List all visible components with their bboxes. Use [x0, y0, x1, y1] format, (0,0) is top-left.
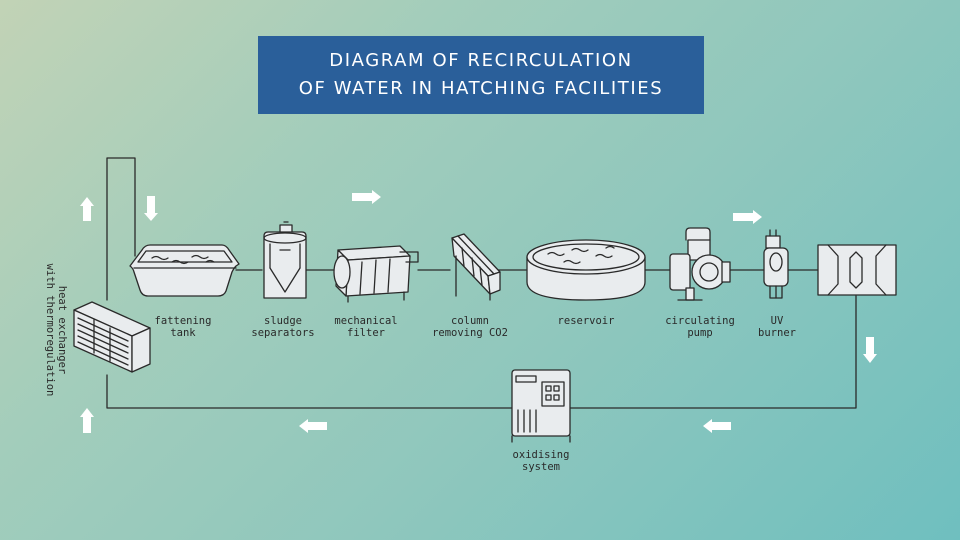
label-line: oxidising — [512, 449, 570, 461]
reservoir — [526, 239, 646, 301]
label-line: burner — [758, 327, 796, 339]
label-uv-burner: UV burner — [758, 315, 796, 339]
fattening-tank — [129, 244, 240, 297]
mechanical-filter — [333, 245, 419, 303]
arrow-up-icon — [80, 197, 94, 221]
sludge-separators — [263, 221, 307, 299]
arrow-down-icon — [863, 337, 877, 363]
label-sludge-separators: sludge separators — [251, 315, 314, 339]
circulating-pump — [669, 227, 731, 301]
label-line: tank — [170, 327, 196, 339]
heat-exchanger — [73, 301, 151, 373]
arrow-left-icon — [299, 419, 327, 433]
heat-exchange-unit — [817, 244, 897, 296]
title-line-1: DIAGRAM OF RECIRCULATION — [329, 50, 633, 71]
label-line: sludge — [264, 315, 302, 327]
title-line-2: OF WATER IN HATCHING FACILITIES — [298, 78, 664, 99]
arrow-up-icon — [80, 408, 94, 433]
label-line: separators — [251, 327, 315, 339]
label-line: pump — [687, 327, 713, 339]
label-fattening-tank: fattening tank — [155, 315, 212, 339]
label-line: circulating — [665, 315, 735, 327]
label-line: filter — [347, 327, 385, 339]
label-line: fattening — [154, 315, 212, 327]
oxidising-system — [511, 369, 571, 443]
label-line: with thermoregulation — [44, 263, 56, 397]
label-reservoir: reservoir — [558, 315, 615, 327]
label-oxidising-system: oxidising system — [513, 449, 570, 473]
arrow-down-icon — [144, 196, 158, 221]
arrow-right-icon — [352, 190, 381, 204]
label-line: removing CO2 — [432, 327, 508, 339]
co2-column — [451, 233, 501, 301]
label-line: heat exchanger — [56, 285, 68, 375]
label-circulating-pump: circulating pump — [665, 315, 735, 339]
diagram-title: DIAGRAM OF RECIRCULATION OF WATER IN HAT… — [258, 36, 704, 114]
label-heat-exchanger: heat exchanger with thermoregulation — [44, 264, 68, 397]
label-line: column — [451, 315, 489, 327]
label-line: reservoir — [557, 315, 615, 327]
label-line: system — [522, 461, 560, 473]
label-line: UV — [770, 315, 784, 327]
label-co2-column: column removing CO2 — [432, 315, 508, 339]
label-mechanical-filter: mechanical filter — [334, 315, 397, 339]
arrow-right-icon — [733, 210, 762, 224]
flow-arrows — [80, 190, 877, 433]
label-line: mechanical — [334, 315, 398, 327]
uv-burner — [763, 229, 789, 299]
arrow-left-icon — [703, 419, 731, 433]
pipe-lines — [106, 157, 857, 409]
